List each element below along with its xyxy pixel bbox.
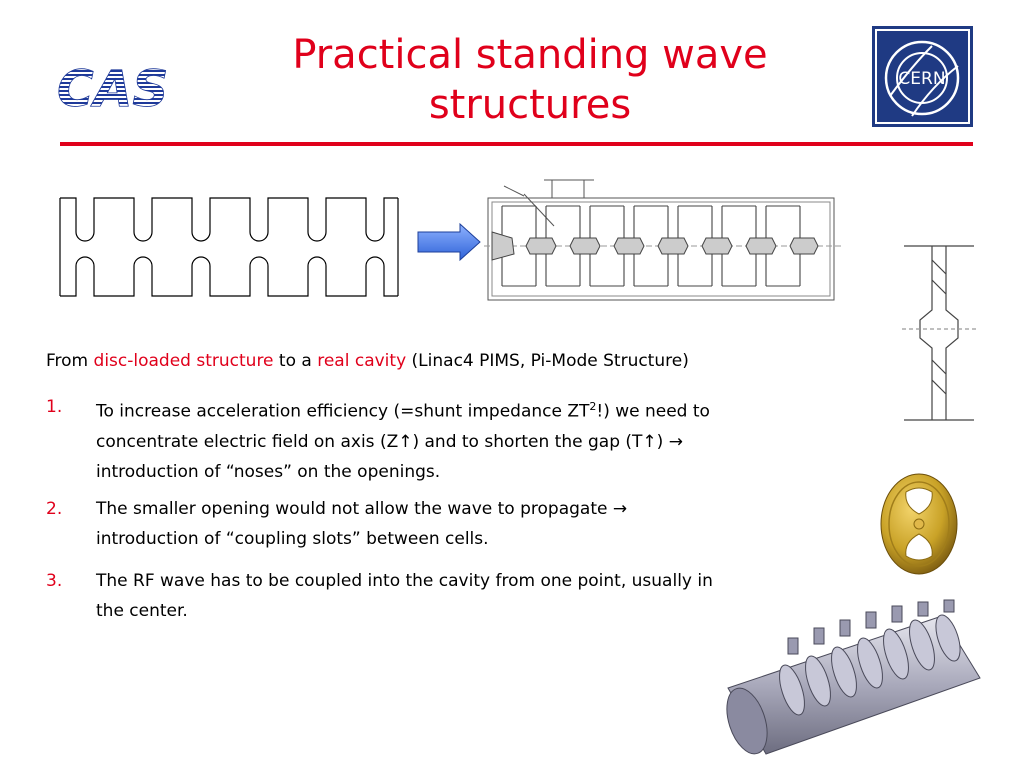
slide-title: Practical standing wave structures (260, 30, 800, 130)
list-item-line-part: !) we need to (596, 401, 710, 422)
right-arrow-icon (417, 222, 481, 262)
intro-suffix: (Linac4 PIMS, Pi-Mode Structure) (406, 351, 689, 371)
cern-logo: CERN (872, 26, 973, 127)
list-item-text: To increase acceleration efficiency (=sh… (96, 392, 866, 487)
list-item-line: introduction of “noses” on the openings. (96, 461, 441, 482)
superscript: 2 (589, 400, 597, 413)
cavity-3d-render (726, 599, 981, 755)
list-item-text: The smaller opening would not allow the … (96, 494, 866, 554)
disc-loaded-structure-diagram (59, 197, 399, 297)
list-item-number: 1. (46, 397, 63, 417)
list-item-line: To increase acceleration efficiency (=sh… (96, 392, 866, 427)
intro-prefix: From (46, 351, 94, 371)
cern-logo-graphic: CERN (875, 29, 970, 124)
cas-logo: CAS (57, 62, 169, 114)
cas-logo-text: CAS (57, 62, 168, 114)
title-divider (60, 142, 973, 146)
list-item-line-part: To increase acceleration efficiency (=sh… (96, 401, 590, 422)
intro-sentence: From disc-loaded structure to a real cav… (46, 350, 689, 372)
list-item-number: 3. (46, 571, 63, 591)
title-line-1: Practical standing wave (292, 32, 768, 78)
list-item-line: The RF wave has to be coupled into the c… (96, 571, 713, 591)
iris-cross-section (902, 245, 976, 421)
list-item-line: concentrate electric field on axis (Z↑) … (96, 431, 683, 452)
list-item-line: The smaller opening would not allow the … (96, 499, 628, 519)
cern-logo-text: CERN (898, 69, 945, 89)
list-item-line: introduction of “coupling slots” between… (96, 529, 489, 549)
list-item-line: the center. (96, 601, 188, 621)
list-item-text: The RF wave has to be coupled into the c… (96, 566, 866, 626)
coupling-disc-image (880, 473, 958, 575)
title-line-2: structures (428, 82, 632, 128)
real-cavity-drawing (484, 179, 844, 301)
intro-highlight-disc-loaded: disc-loaded structure (93, 351, 274, 371)
intro-middle: to a (273, 351, 318, 371)
list-item-number: 2. (46, 499, 63, 519)
intro-highlight-real-cavity: real cavity (317, 351, 407, 371)
